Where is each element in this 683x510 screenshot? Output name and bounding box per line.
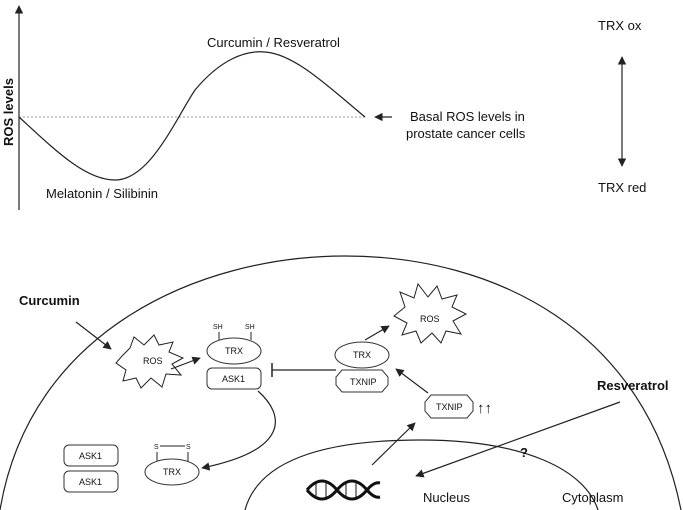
cell-diagram: Curcumin ROS SH SH TRX ASK1 TRX TXNIP RO… [0, 255, 682, 510]
ask1-free-label-1: ASK1 [79, 451, 102, 461]
sh-label-right: SH [245, 324, 255, 331]
txnip-to-complex-arrow [395, 368, 429, 394]
resveratrol-arrow [415, 401, 621, 478]
dissociation-arrow [201, 390, 276, 471]
trx-oxidized-label: TRX [163, 467, 181, 477]
ros-wave-curve [18, 51, 366, 181]
ros-right-label: ROS [420, 314, 440, 324]
ros-left-label: ROS [143, 356, 163, 366]
trx-ox-label: TRX ox [598, 18, 642, 33]
ask1-bound-node [206, 367, 262, 390]
trx-txnip-trx-label: TRX [353, 350, 371, 360]
nucleus-label: Nucleus [423, 490, 470, 505]
trx-to-ros-arrow [364, 325, 390, 341]
trx-reduced-label: TRX [225, 346, 243, 356]
y-axis-label: ROS levels [1, 78, 16, 146]
unknown-mechanism-mark: ? [520, 445, 528, 460]
txnip-bound-node [335, 369, 389, 393]
resveratrol-label: Resveratrol [597, 378, 669, 393]
s-label-right: S [186, 444, 191, 451]
curcumin-label: Curcumin [19, 293, 80, 308]
txnip-free-node [424, 394, 474, 419]
cytoplasm-label: Cytoplasm [562, 490, 623, 505]
ros-to-trx-arrow [170, 356, 201, 370]
basal-label-line1: Basal ROS levels in [410, 109, 525, 124]
trx-red-label: TRX red [598, 180, 646, 195]
ros-burst-right [393, 282, 468, 344]
trx-oxidized-node [144, 458, 200, 486]
trx-reduced-node [206, 337, 262, 365]
ask1-free-node-1 [63, 444, 119, 467]
sh-label-left: SH [213, 324, 223, 331]
ask1-free-label-2: ASK1 [79, 477, 102, 487]
ask1-bound-label: ASK1 [222, 374, 245, 384]
ros-graph: ROS levels Curcumin / Resveratrol Melato… [1, 5, 646, 210]
basal-label-line2: prostate cancer cells [406, 126, 526, 141]
trough-label: Melatonin / Silibinin [46, 186, 158, 201]
peak-label: Curcumin / Resveratrol [207, 35, 340, 50]
txnip-upregulation-arrows: ↑↑ [477, 400, 492, 417]
ask1-free-node-2 [63, 470, 119, 493]
txnip-free-label: TXNIP [436, 402, 463, 412]
ros-burst-left [115, 334, 185, 389]
cell-membrane [0, 255, 682, 510]
dna-helix-icon [305, 479, 381, 501]
nucleus-membrane [244, 439, 599, 510]
trx-txnip-trx-node [334, 341, 390, 369]
s-label-left: S [154, 444, 159, 451]
txnip-bound-label: TXNIP [350, 377, 377, 387]
curcumin-arrow [75, 321, 112, 350]
nucleus-to-txnip-arrow [371, 422, 416, 466]
